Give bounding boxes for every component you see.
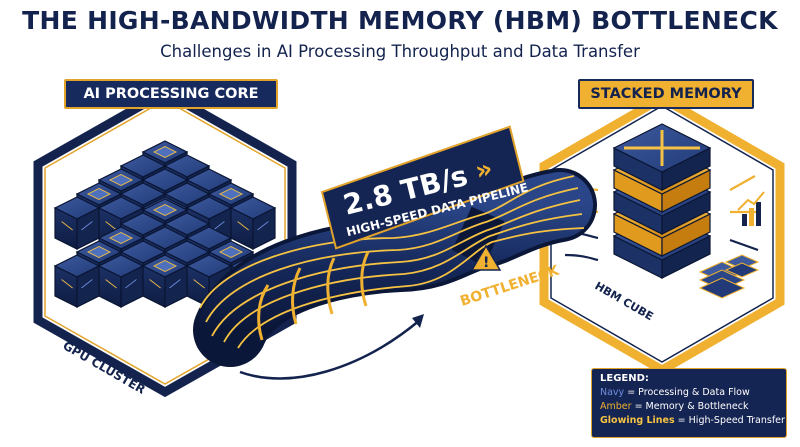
ai-processing-core-banner: AI PROCESSING CORE bbox=[64, 79, 278, 109]
left-hexagon-accent bbox=[44, 99, 286, 385]
bottleneck-warning: ! bbox=[470, 244, 502, 271]
warning-triangle-icon bbox=[470, 244, 502, 271]
gpu-cube-grid bbox=[53, 140, 277, 308]
legend-item-amber: Amber = Memory & Bottleneck bbox=[600, 401, 749, 412]
data-pipeline bbox=[193, 168, 597, 380]
memory-chip-stack-icon bbox=[698, 254, 760, 299]
rate-chevron-icon: » bbox=[472, 154, 496, 187]
legend-title: LEGEND: bbox=[600, 373, 649, 384]
hbm-top-cross bbox=[624, 130, 700, 166]
flow-arrow bbox=[239, 319, 421, 380]
gpu-cube bbox=[97, 254, 145, 308]
gpu-cube bbox=[229, 196, 277, 250]
rate-badge-bg bbox=[320, 125, 525, 250]
page-title: THE HIGH-BANDWIDTH MEMORY (HBM) BOTTLENE… bbox=[22, 6, 778, 35]
gpu-cube bbox=[141, 254, 189, 308]
gpu-cube bbox=[53, 254, 101, 308]
legend-box: LEGEND: Navy = Processing & Data Flow Am… bbox=[591, 368, 787, 438]
hbm-stack bbox=[612, 123, 712, 279]
legend-item-navy: Navy = Processing & Data Flow bbox=[600, 387, 750, 398]
flow-arrow-head bbox=[412, 314, 424, 328]
page-subtitle: Challenges in AI Processing Throughput a… bbox=[160, 42, 640, 61]
bar-chart-icon bbox=[737, 191, 765, 226]
stacked-memory-banner: STACKED MEMORY bbox=[578, 79, 754, 109]
hbm-cube-panel bbox=[539, 92, 785, 376]
legend-item-glowing-lines: Glowing Lines = High-Speed Transfer bbox=[600, 415, 785, 426]
pipeline-constriction bbox=[451, 206, 505, 267]
warning-symbol: ! bbox=[483, 255, 489, 271]
pipeline-bands bbox=[257, 251, 370, 341]
gpu-cube bbox=[53, 196, 101, 250]
